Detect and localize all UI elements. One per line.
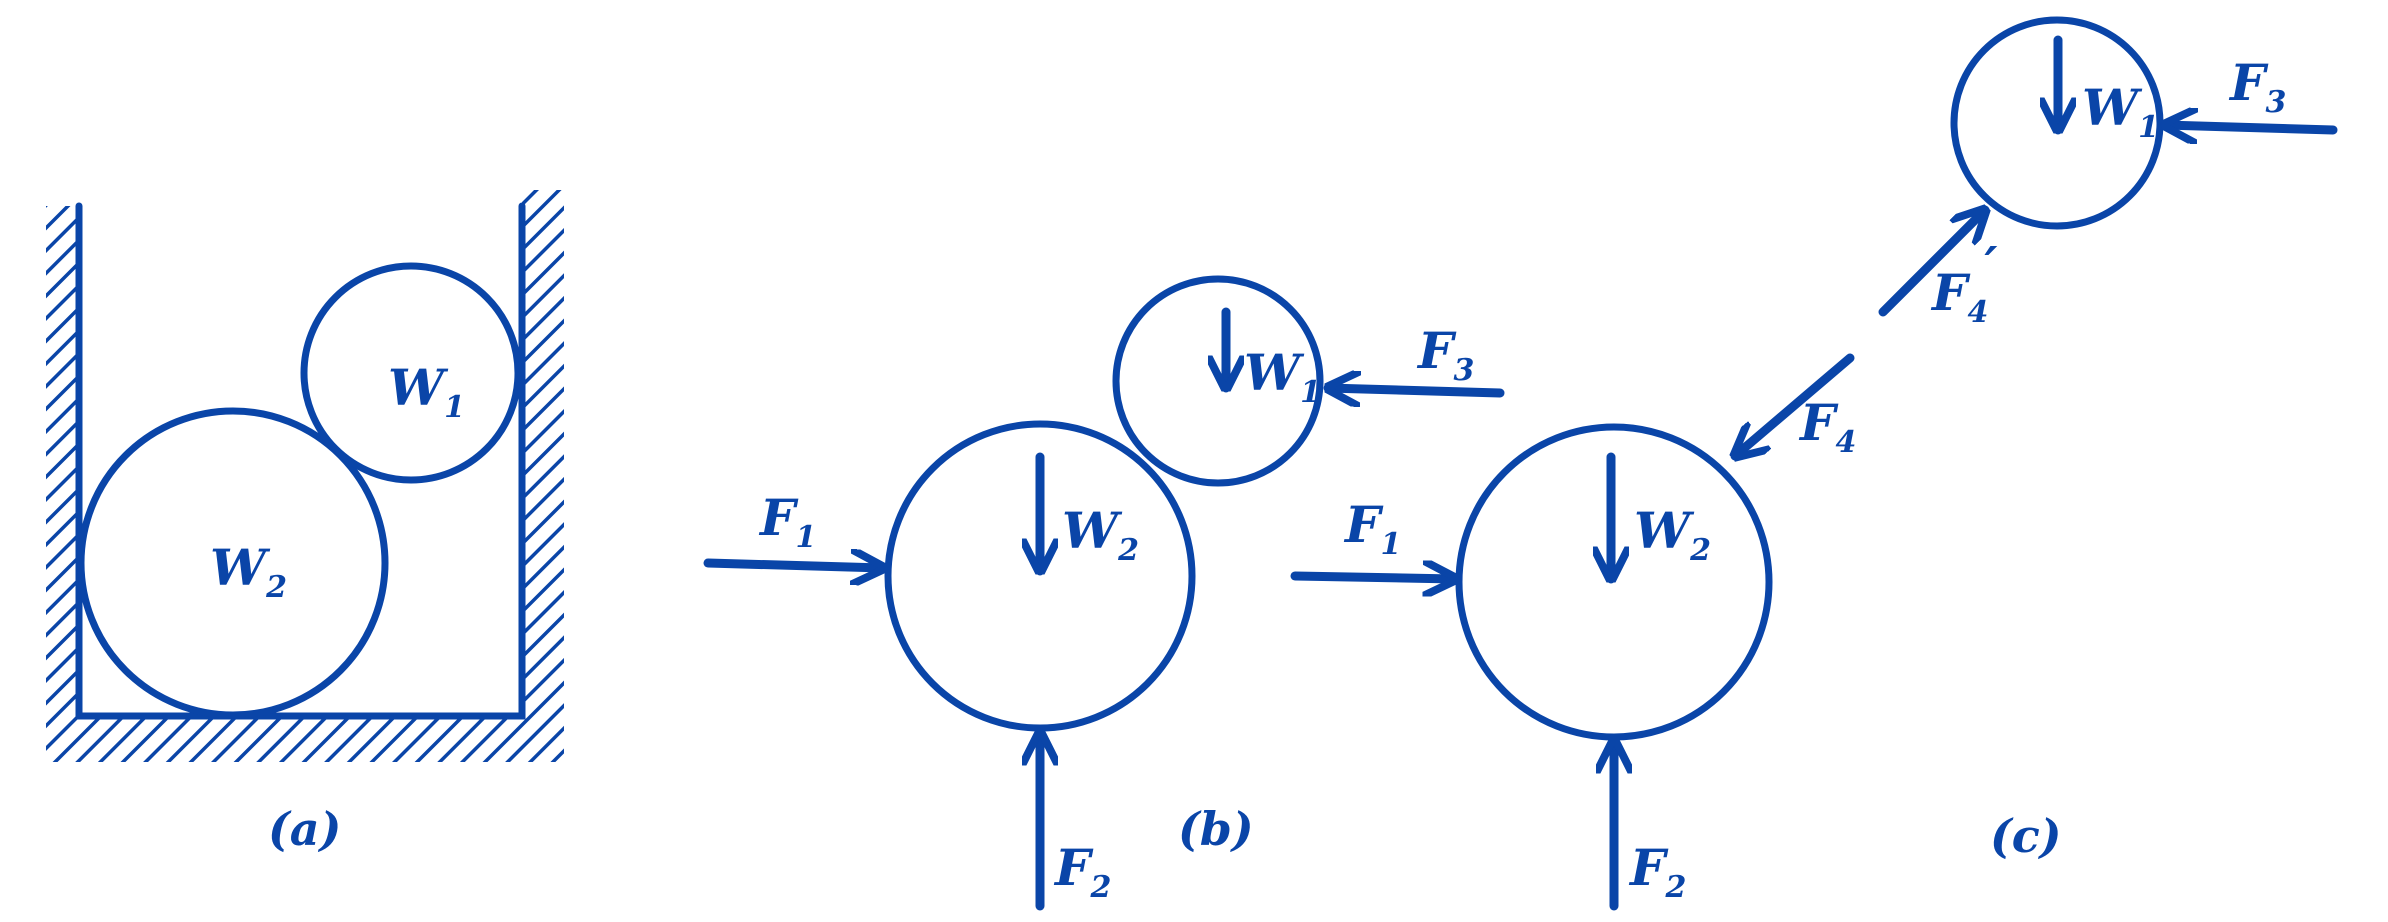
label-f1: F1	[758, 488, 816, 555]
sphere-w1	[1112, 275, 1324, 487]
container-outline	[75, 202, 526, 720]
arrow-f3	[2160, 125, 2338, 130]
label-f3: F3	[1416, 321, 1474, 388]
label-f1: F1	[1343, 495, 1401, 562]
arrow-f4-prime	[1878, 210, 1985, 317]
panel-b: W2 W1 F3 F1 F2 (b)	[703, 275, 1505, 911]
right-wall-hatch	[522, 190, 564, 762]
label-f3: F3	[2228, 53, 2286, 120]
sphere-w1	[300, 262, 522, 484]
label-w2: W2	[1634, 501, 1711, 568]
label-w1: W1	[388, 358, 465, 425]
label-f2: F2	[1628, 838, 1686, 905]
label-f2: F2	[1053, 838, 1111, 905]
label-w2: W2	[1062, 501, 1139, 568]
sphere-w2	[77, 407, 389, 719]
left-wall-hatch	[46, 206, 79, 762]
caption-b: (b)	[1178, 802, 1254, 856]
label-f4-prime: F4′	[1930, 235, 1998, 330]
sphere-w2	[884, 420, 1196, 732]
arrow-f1	[703, 563, 888, 568]
label-f4: F4	[1798, 393, 1856, 460]
arrow-f4	[1735, 353, 1855, 456]
sphere-w1	[1950, 16, 2164, 230]
label-w2: W2	[210, 538, 287, 605]
label-w1: W1	[2082, 78, 2159, 145]
arrow-f3	[1323, 388, 1505, 393]
arrow-f1	[1290, 576, 1460, 579]
caption-c: (c)	[1990, 809, 2062, 863]
label-w1: W1	[1244, 343, 1321, 410]
floor-hatch	[46, 716, 564, 762]
panel-c: W2 F1 F2 F4 W1 F3 F4′ (c)	[1290, 16, 2338, 911]
panel-a: W1 W2 (a)	[46, 190, 564, 856]
caption-a: (a)	[268, 802, 341, 856]
